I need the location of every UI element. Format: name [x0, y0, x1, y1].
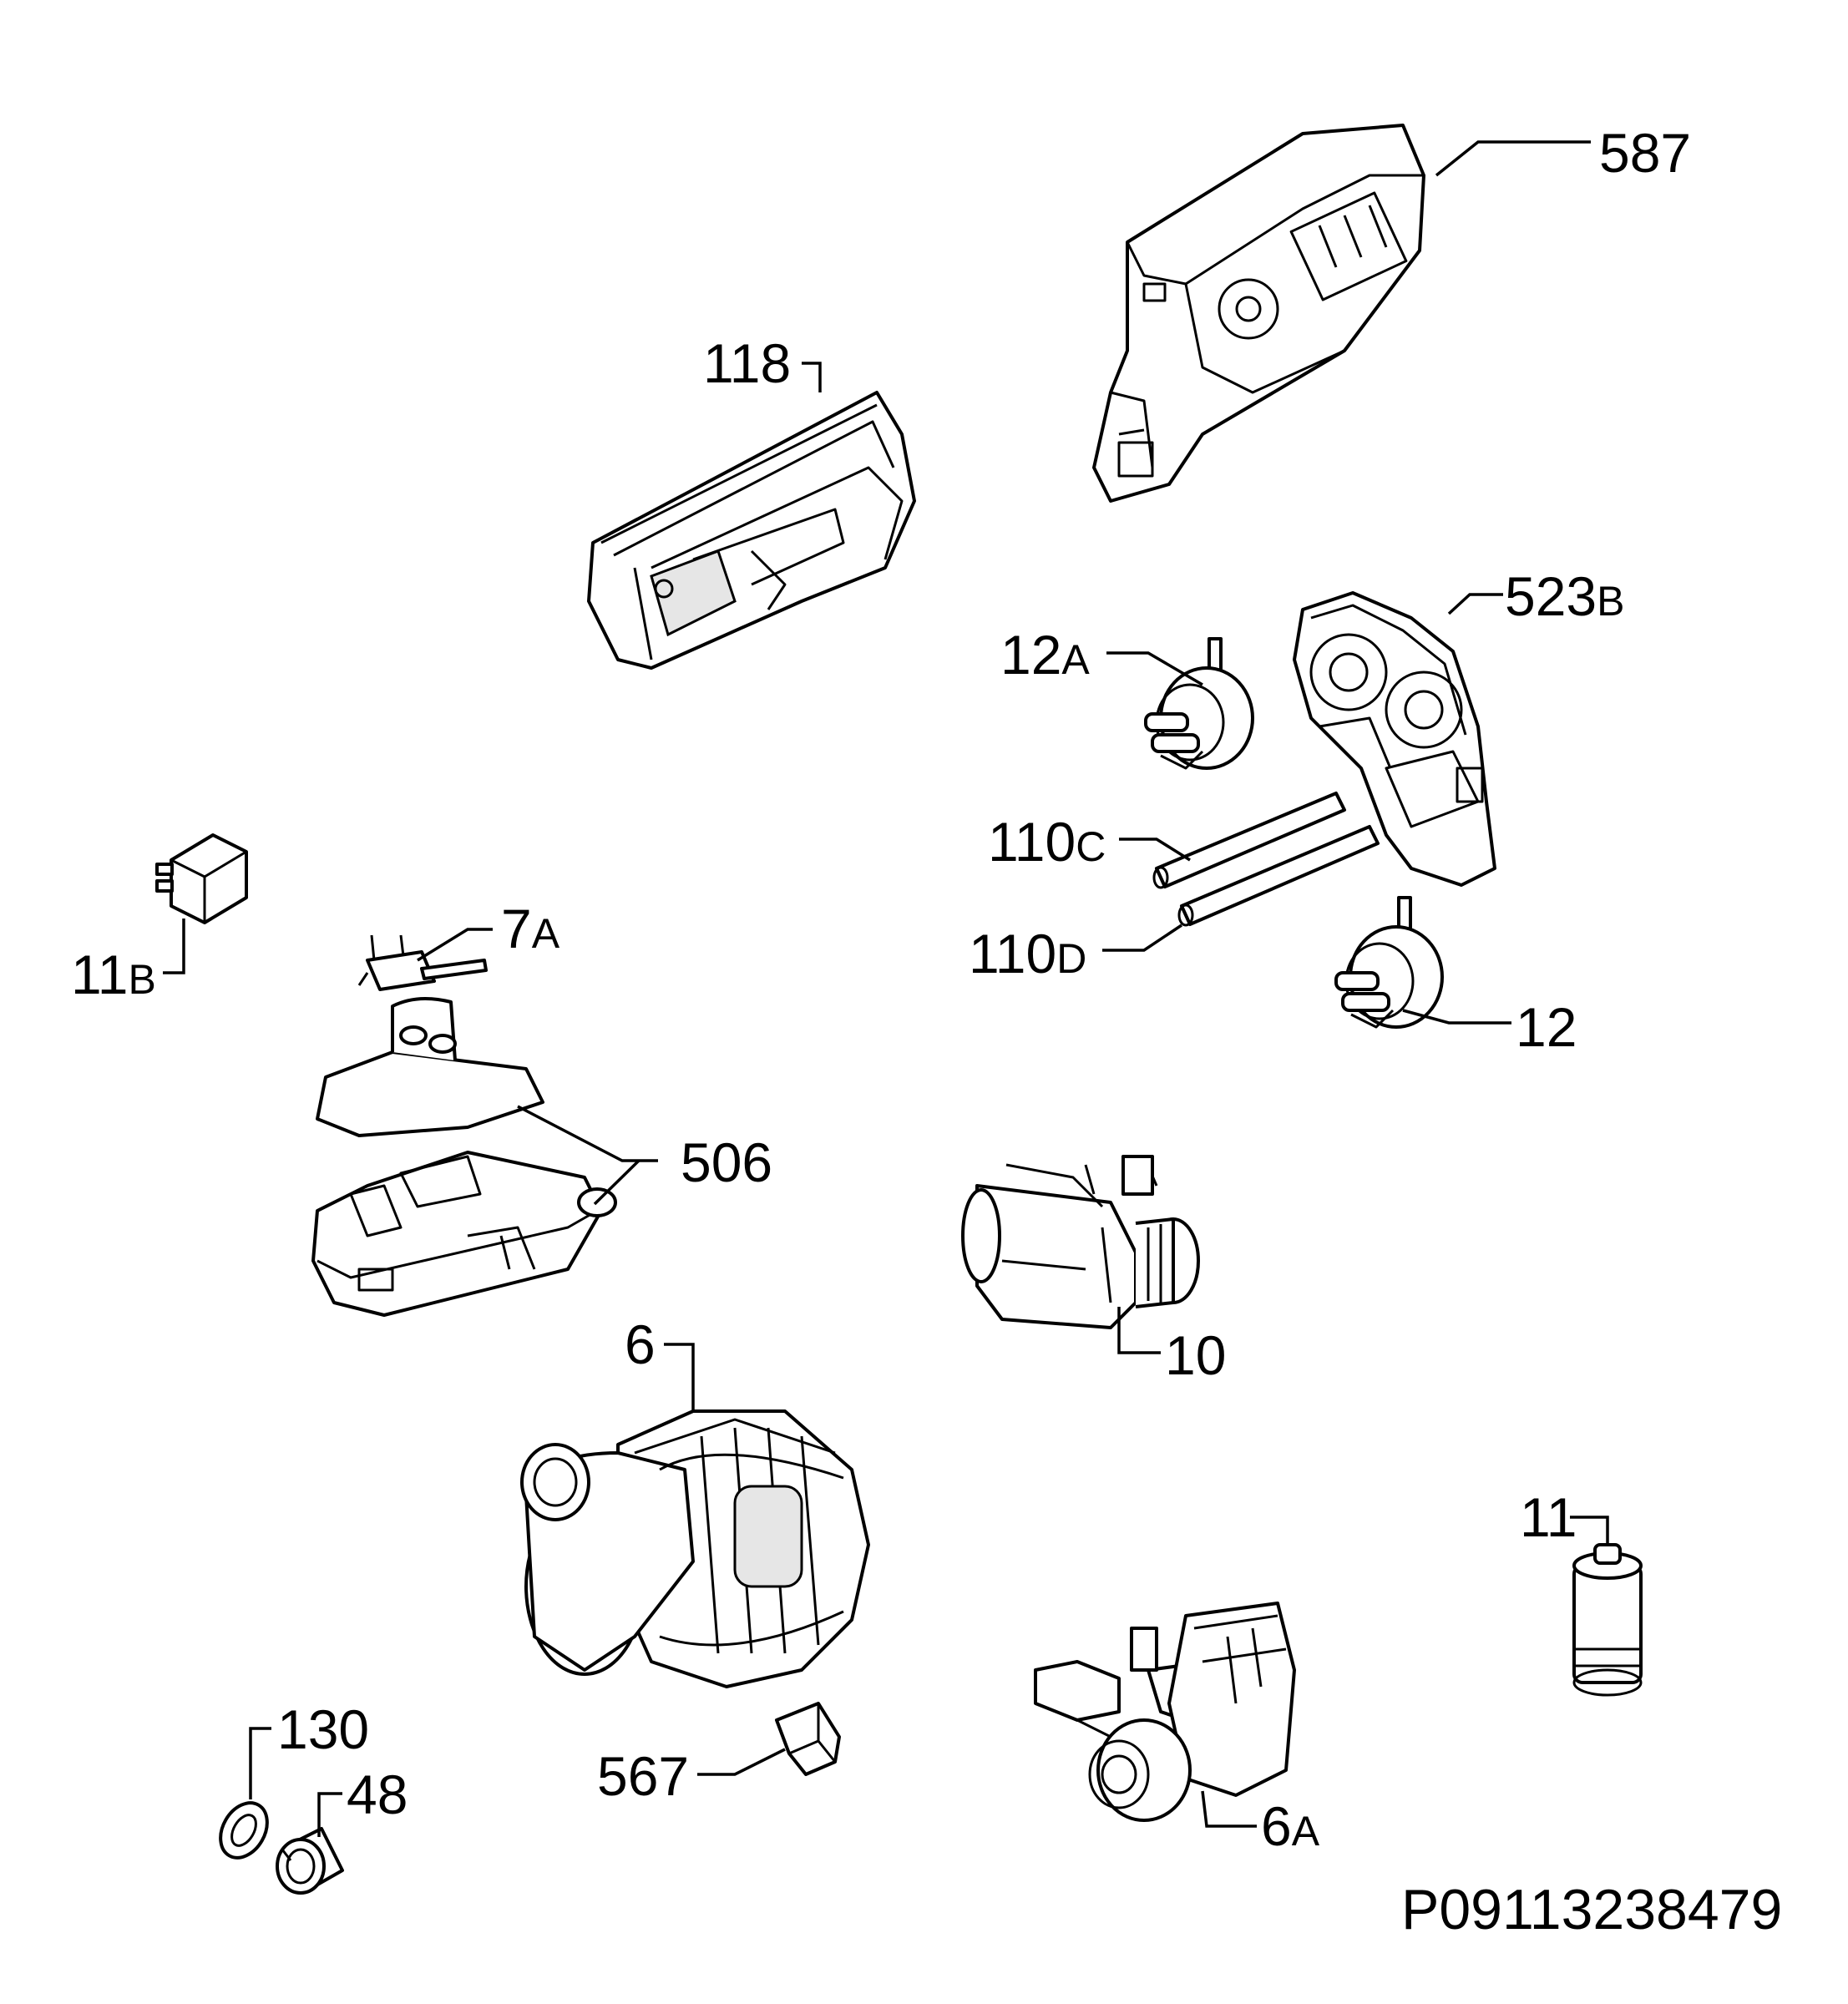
label-506[interactable]: 506	[681, 1131, 772, 1193]
part-506-sump-cover[interactable]	[311, 997, 617, 1317]
part-11b-relay[interactable]	[155, 833, 248, 924]
label-567[interactable]: 567	[597, 1745, 689, 1807]
label-11b[interactable]: 11B	[71, 944, 156, 1005]
label-587[interactable]: 587	[1599, 122, 1691, 184]
part-110d-hose[interactable]	[1177, 825, 1380, 927]
part-6a-drain-pump[interactable]	[1034, 1602, 1296, 1822]
label-110c[interactable]: 110C	[988, 811, 1106, 873]
part-6-circulation-pump[interactable]	[520, 1409, 870, 1688]
label-118[interactable]: 118	[703, 332, 791, 394]
part-587-control-module[interactable]	[1092, 124, 1425, 503]
label-523b[interactable]: 523B	[1505, 565, 1624, 627]
label-110d[interactable]: 110D	[969, 923, 1086, 984]
part-523b-valve-block[interactable]	[1293, 591, 1496, 887]
part-12a-pressure-switch[interactable]	[1144, 637, 1254, 770]
label-6[interactable]: 6	[625, 1313, 656, 1375]
part-110c-hose[interactable]	[1152, 792, 1346, 889]
label-11[interactable]: 11	[1520, 1486, 1577, 1548]
label-10[interactable]: 10	[1165, 1324, 1226, 1386]
part-130-seal[interactable]	[211, 1794, 276, 1866]
label-48[interactable]: 48	[347, 1764, 408, 1825]
label-130[interactable]: 130	[277, 1698, 369, 1760]
part-48-screw[interactable]	[276, 1827, 344, 1895]
leader-lines	[163, 140, 1609, 1837]
diagram-code: P09113238479	[1401, 1878, 1782, 1941]
label-7a[interactable]: 7A	[501, 898, 560, 959]
label-12[interactable]: 12	[1516, 996, 1577, 1058]
label-12a[interactable]: 12A	[1000, 624, 1090, 686]
part-118-dispenser[interactable]	[587, 391, 916, 670]
part-12-pressure-switch[interactable]	[1334, 896, 1444, 1029]
label-6a[interactable]: 6A	[1261, 1795, 1320, 1857]
part-7a-sensor[interactable]	[357, 934, 488, 991]
part-10-heater[interactable]	[961, 1155, 1200, 1329]
part-labels: 587 118 523B 12A 110C 110D 12 11B 7A 506…	[71, 122, 1691, 1857]
part-567-clip[interactable]	[775, 1702, 841, 1776]
part-11-capacitor[interactable]	[1572, 1543, 1643, 1697]
